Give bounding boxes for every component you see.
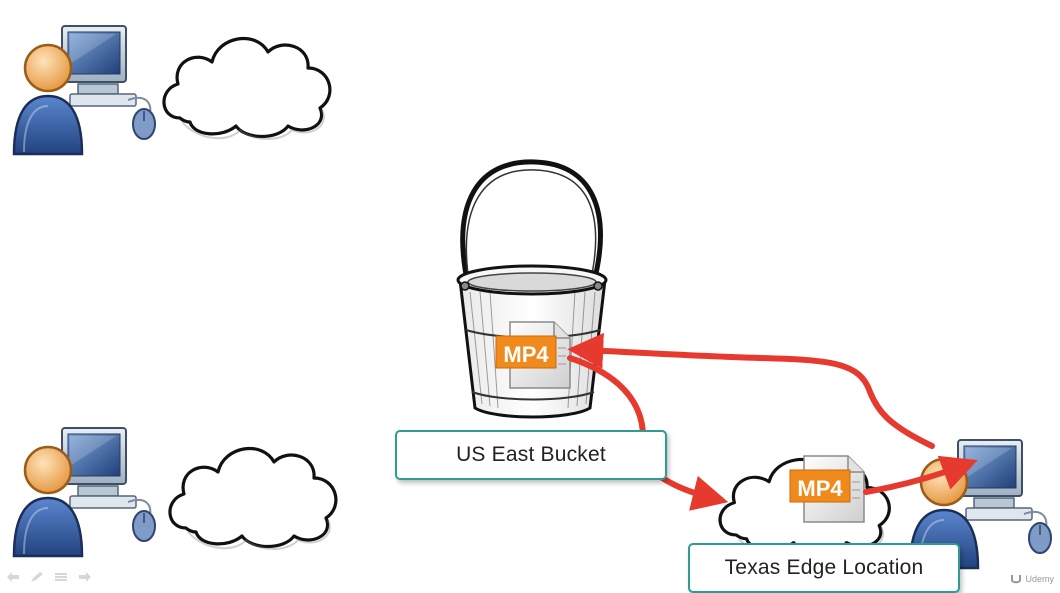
cloud-icon xyxy=(162,36,332,141)
pen-icon[interactable] xyxy=(30,570,44,588)
cloud-icon xyxy=(168,446,338,551)
mp4-file-icon: MP4 xyxy=(789,455,865,523)
prev-slide-icon[interactable] xyxy=(6,570,20,588)
slide-nav-controls xyxy=(6,570,92,588)
edge-file-label: MP4 xyxy=(797,476,843,501)
mp4-file-icon: MP4 xyxy=(495,321,571,389)
menu-icon[interactable] xyxy=(54,570,68,588)
next-slide-icon[interactable] xyxy=(78,570,92,588)
edge-location-label: Texas Edge Location xyxy=(688,543,960,593)
delivery-arrow-edge-to-user xyxy=(863,455,978,495)
user-computer-icon xyxy=(12,24,157,156)
request-arrow-user-to-bucket xyxy=(567,332,935,449)
brand-watermark: Udemy xyxy=(1010,573,1054,585)
user-computer-icon xyxy=(12,426,157,558)
udemy-logo-icon xyxy=(1011,575,1022,584)
bucket-label-text: US East Bucket xyxy=(456,443,606,466)
brand-name: Udemy xyxy=(1025,574,1054,584)
bucket-file-label: MP4 xyxy=(503,342,549,367)
bucket-label: US East Bucket xyxy=(395,430,667,480)
edge-location-label-text: Texas Edge Location xyxy=(724,556,924,579)
